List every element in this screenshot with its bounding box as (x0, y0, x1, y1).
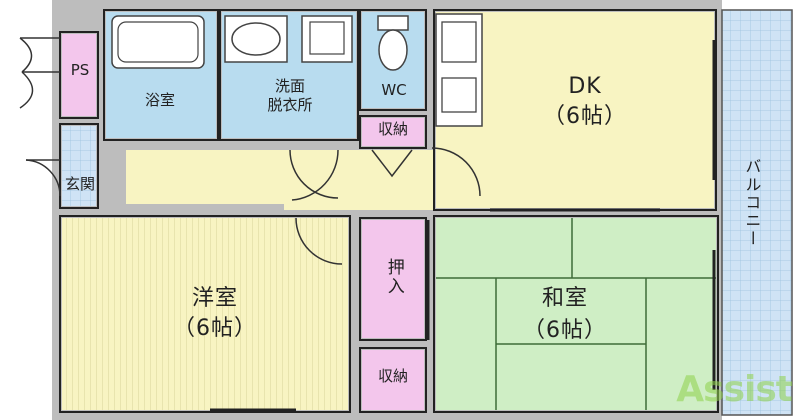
balcony (721, 9, 793, 416)
western-room (62, 218, 348, 410)
western-room-name-label: 洋室 (191, 286, 238, 311)
kitchen-counter (435, 13, 483, 127)
dk-size-label: （6帖） (543, 104, 627, 129)
washroom-label-line1: 洗面 (274, 77, 305, 95)
closet-label: 押入 (362, 258, 424, 302)
wash-bowl (231, 22, 281, 56)
ps-label: PS (70, 61, 90, 79)
closet-label-text: 押入 (383, 258, 404, 296)
japanese-room (436, 218, 716, 410)
balcony-label: バルコニー (742, 158, 762, 248)
stove (441, 21, 477, 63)
door-swings (19, 37, 481, 265)
storage-top (362, 118, 424, 146)
kitchen-sink (441, 77, 477, 113)
toilet-bowl (378, 29, 408, 71)
bath-label: 浴室 (144, 91, 175, 109)
toilet-tank (377, 15, 409, 31)
storage-top-label: 収納 (377, 120, 408, 138)
washroom-label-line2: 脱衣所 (267, 96, 313, 114)
bathtub-inner (117, 21, 199, 63)
hallway-lower (284, 150, 434, 210)
japanese-room-name-label: 和室 (541, 286, 588, 311)
watermark-logo: Assist (676, 369, 793, 410)
wc-label: WC (381, 81, 407, 99)
western-room-size-label: （6帖） (173, 316, 257, 341)
bathtub (111, 15, 205, 69)
tatami-lines (436, 218, 716, 410)
entrance (62, 126, 96, 206)
ps-area (62, 34, 96, 116)
entrance-label: 玄関 (64, 175, 95, 193)
japanese-room-size-label: （6帖） (523, 318, 607, 343)
storage-bottom (362, 350, 424, 410)
washing-machine-inner (309, 21, 345, 55)
dk-name-label: DK (568, 74, 602, 99)
storage-bottom-label: 収納 (377, 367, 408, 385)
windows (210, 40, 716, 412)
closet (362, 220, 424, 338)
